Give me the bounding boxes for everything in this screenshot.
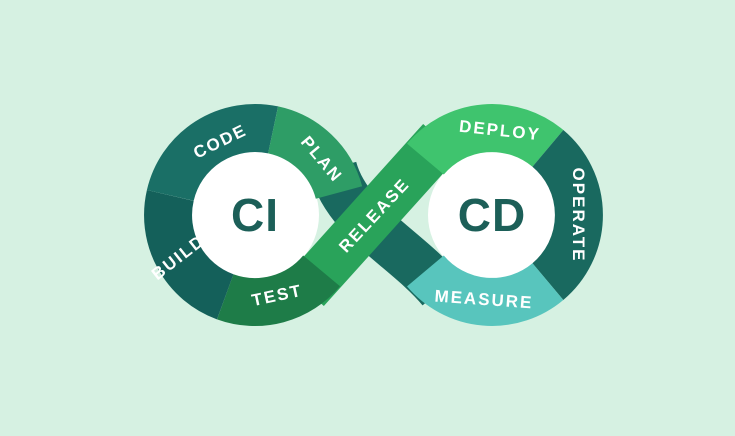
segment-release (288, 123, 459, 307)
segment-code (146, 104, 279, 202)
segment-test (217, 254, 340, 327)
ci-title: CI (231, 189, 279, 241)
segment-operate (531, 130, 603, 300)
cd-title: CD (458, 189, 526, 241)
right-loop-hole (428, 151, 556, 279)
segment-measure (407, 254, 564, 326)
left-loop-hole (191, 151, 319, 279)
segment-build (144, 189, 235, 320)
segment-deploy (407, 104, 564, 176)
label-operate: OPERATE (569, 168, 588, 263)
segment-plan (267, 106, 363, 200)
